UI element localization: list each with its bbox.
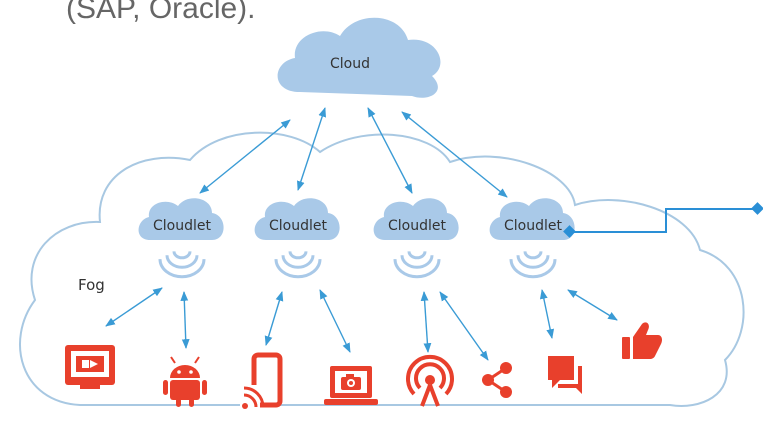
cloudlet-label: Cloudlet [504,218,562,234]
wireless-signal-icon [393,251,441,279]
wireless-signal-icon [509,251,557,279]
wireless-signal-icon [274,251,322,279]
android-icon [163,356,207,407]
arrow-cloud-cloudlet-4 [401,111,508,198]
connections [105,107,618,361]
presentation-screen-icon [65,345,115,389]
cloudlet-2: Cloudlet [254,198,340,279]
share-icon [482,362,512,398]
thumbs-up-icon [622,322,662,359]
cloudlet-shape [489,198,575,240]
cloud: Cloud [277,17,441,98]
arrow-cloudlet3-device2 [439,291,489,361]
arrow-cloud-cloudlet-1 [199,119,291,194]
cloud-shape [277,17,441,98]
cast-phone-icon [240,352,283,410]
cloudlets-group: Cloudlet Cloudlet Cloudlet Cloudlet [138,198,575,279]
wireless-signal-icon [158,251,206,279]
cloudlet-label: Cloudlet [388,218,446,234]
cloudlet-3: Cloudlet [373,198,459,279]
cloudlet-shape [254,198,340,240]
cloudlet-label: Cloudlet [269,218,327,234]
arrow-cloudlet1-device2 [180,291,190,349]
devices [65,322,662,410]
cloudlet-4: Cloudlet [489,198,575,279]
arrow-cloudlet3-device1 [420,291,432,353]
arrow-cloudlet2-device2 [319,289,351,353]
cloudlet-shape [373,198,459,240]
arrow-cloudlet4-device2 [567,289,618,321]
fog-boundary [19,131,745,407]
arrow-cloudlet1-device1 [105,287,163,327]
header-text-fragment: (SAP, Oracle). [66,0,256,25]
broadcast-antenna-icon [406,354,454,407]
laptop-camera-icon [324,366,378,405]
cloudlet-shape [138,198,224,240]
arrow-cloudlet2-device1 [264,291,284,346]
fog-label: Fog [78,276,105,294]
chat-bubbles-icon [548,356,582,394]
cloudlet-label: Cloudlet [153,218,211,234]
arrow-cloudlet4-device1 [539,289,555,339]
cloud-label: Cloud [330,56,370,72]
arrow-cloud-cloudlet-2 [297,107,326,191]
cloudlet-1: Cloudlet [138,198,224,279]
